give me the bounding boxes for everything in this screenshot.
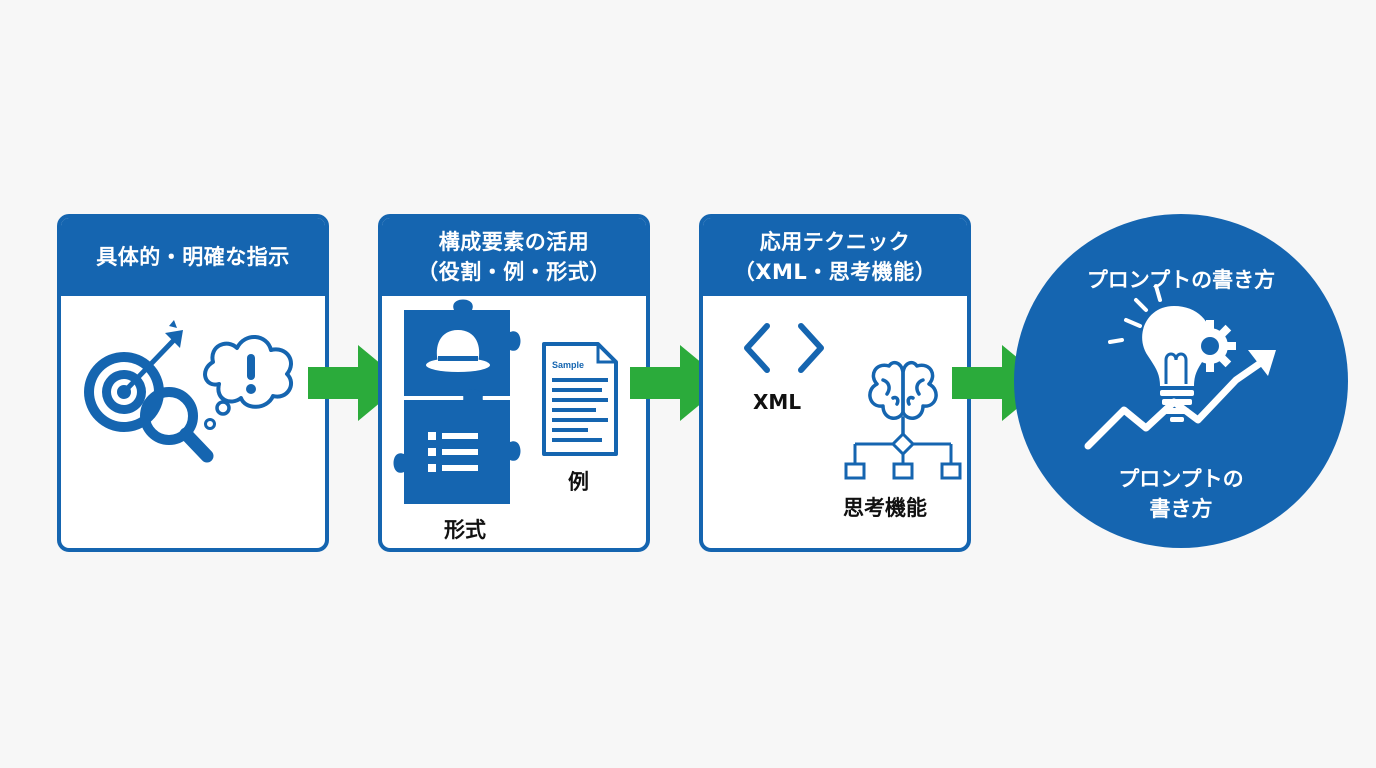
flowchart-icon — [844, 431, 962, 480]
gear-icon — [1184, 320, 1236, 372]
step-panel-specific-instructions: 具体的・明確な指示 — [57, 214, 329, 552]
step-title: 具体的・明確な指示 — [96, 245, 290, 269]
thinking-label: 思考機能 — [843, 496, 927, 520]
step-panel-techniques: 応用テクニック （XML・思考機能） — [699, 214, 971, 552]
step-title-line2: （役割・例・形式） — [417, 260, 611, 284]
format-label: 形式 — [444, 518, 486, 542]
code-brackets-icon — [744, 323, 824, 373]
step-body — [61, 296, 325, 548]
goal-title: プロンプトの書き方 — [1086, 268, 1276, 292]
document-icon: Sample — [542, 342, 618, 456]
target-icon — [84, 320, 183, 432]
goal-subtitle-line2: 書き方 — [1149, 497, 1213, 521]
hat-icon — [426, 330, 490, 372]
goal-subtitle: プロンプトの 書き方 — [1014, 464, 1348, 524]
step-header: 具体的・明確な指示 — [61, 218, 325, 296]
step-header: 応用テクニック （XML・思考機能） — [703, 218, 967, 296]
example-label: 例 — [568, 470, 589, 494]
brain-icon — [868, 360, 938, 436]
step-panel-components: 構成要素の活用 （役割・例・形式） — [378, 214, 650, 552]
goal-subtitle-line1: プロンプトの — [1118, 467, 1244, 491]
goal-circle: プロンプトの書き方 — [1014, 214, 1348, 548]
sample-text: Sample — [552, 360, 584, 370]
trend-arrow-icon — [1084, 350, 1276, 450]
thought-bubble-icon — [203, 335, 293, 430]
step-body: Sample 例 形式 — [382, 296, 646, 548]
step-header: 構成要素の活用 （役割・例・形式） — [382, 218, 646, 296]
exclamation-icon — [246, 354, 256, 394]
list-icon — [428, 432, 478, 472]
step-body: XML 思考機能 — [703, 296, 967, 548]
magnifier-icon — [140, 387, 214, 463]
light-rays — [1108, 284, 1162, 344]
step-title-line1: 構成要素の活用 — [438, 230, 590, 254]
xml-label: XML — [753, 390, 802, 414]
step-title-line1: 応用テクニック — [759, 230, 911, 254]
step-title-line2: （XML・思考機能） — [733, 260, 937, 284]
